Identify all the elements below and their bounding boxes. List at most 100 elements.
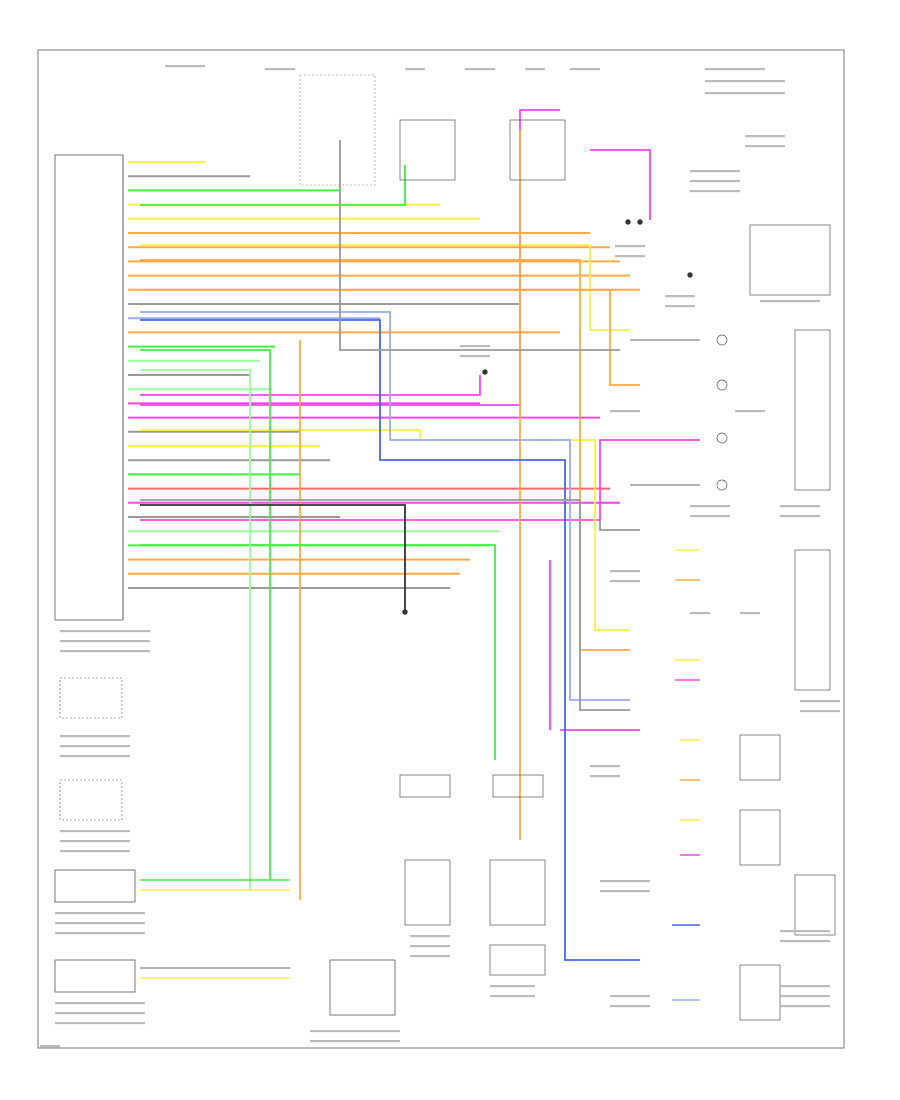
- label-mark: [705, 92, 785, 95]
- right-module-d: [739, 809, 781, 866]
- left-motor-1: [54, 869, 136, 903]
- route-wire: [140, 439, 700, 521]
- label-mark: [780, 1005, 830, 1008]
- label-mark: [165, 65, 205, 68]
- label-mark: [780, 930, 830, 933]
- label-mark: [265, 68, 295, 71]
- sensor-bulbs: [716, 334, 728, 491]
- route-wire: [140, 259, 630, 651]
- label-mark: [800, 710, 840, 713]
- label-mark: [800, 700, 840, 703]
- label-mark: [40, 1045, 60, 1048]
- route-wire: [140, 375, 481, 396]
- label-mark: [310, 1040, 400, 1043]
- label-mark: [55, 1022, 145, 1025]
- label-mark: [690, 515, 730, 518]
- ground-symbol: [402, 219, 693, 615]
- label-mark: [55, 1002, 145, 1005]
- label-mark: [60, 640, 150, 643]
- diagram-frame: [37, 49, 845, 1049]
- label-mark: [690, 190, 740, 193]
- label-mark: [665, 295, 695, 298]
- bottom-connector-1: [399, 774, 451, 798]
- label-mark: [760, 300, 820, 303]
- right-module-b: [794, 549, 831, 691]
- top-right-module: [749, 224, 831, 296]
- left-switch-1: [59, 677, 123, 719]
- label-mark: [55, 912, 145, 915]
- main-module: [54, 154, 124, 621]
- label-mark: [615, 255, 645, 258]
- bottom-connector-2: [492, 774, 544, 798]
- route-wire: [140, 289, 640, 386]
- route-wire: [140, 504, 406, 610]
- left-motor-2: [54, 959, 136, 993]
- label-mark: [780, 505, 820, 508]
- label-mark: [55, 932, 145, 935]
- label-mark: [405, 68, 425, 71]
- top-switch-2: [399, 119, 456, 181]
- label-mark: [610, 570, 640, 573]
- label-mark: [780, 940, 830, 943]
- label-mark: [705, 68, 765, 71]
- route-wire: [599, 520, 640, 531]
- left-switch-2: [59, 779, 123, 821]
- bottom-sensor-1: [404, 859, 451, 926]
- route-wire: [140, 544, 496, 760]
- label-mark: [780, 985, 830, 988]
- route-wire: [140, 499, 630, 711]
- label-mark: [490, 995, 535, 998]
- right-module-f: [739, 964, 781, 1021]
- label-mark: [690, 180, 740, 183]
- label-mark: [610, 410, 640, 413]
- label-mark: [740, 612, 760, 615]
- label-mark: [705, 80, 785, 83]
- label-mark: [410, 935, 450, 938]
- label-mark: [745, 135, 785, 138]
- label-mark: [310, 1030, 400, 1033]
- label-mark: [60, 830, 130, 833]
- label-mark: [745, 145, 785, 148]
- label-mark: [60, 630, 150, 633]
- label-marks: [40, 65, 840, 1048]
- bottom-module: [329, 959, 396, 1016]
- label-mark: [590, 775, 620, 778]
- label-mark: [690, 505, 730, 508]
- label-mark: [600, 890, 650, 893]
- label-mark: [490, 985, 535, 988]
- right-module-e: [794, 874, 836, 936]
- label-mark: [55, 922, 145, 925]
- label-mark: [610, 1005, 650, 1008]
- bottom-sensor-3: [489, 944, 546, 976]
- route-wire: [590, 149, 651, 220]
- top-switch-3: [509, 119, 566, 181]
- label-mark: [55, 1012, 145, 1015]
- label-mark: [780, 515, 820, 518]
- top-switch-1: [299, 74, 376, 186]
- label-mark: [780, 995, 830, 998]
- label-mark: [610, 995, 650, 998]
- route-wire: [549, 560, 640, 731]
- route-wire: [140, 369, 251, 890]
- right-module-c: [739, 734, 781, 781]
- route-wire: [140, 165, 406, 206]
- label-mark: [610, 580, 640, 583]
- bottom-sensor-2: [489, 859, 546, 926]
- label-mark: [460, 345, 490, 348]
- label-mark: [60, 755, 130, 758]
- label-mark: [60, 745, 130, 748]
- route-wire: [339, 140, 620, 351]
- label-mark: [665, 305, 695, 308]
- label-mark: [60, 650, 150, 653]
- label-mark: [460, 355, 490, 358]
- label-mark: [590, 765, 620, 768]
- label-mark: [60, 735, 130, 738]
- right-module-a: [794, 329, 831, 491]
- label-mark: [690, 612, 710, 615]
- label-mark: [615, 245, 645, 248]
- route-wire: [140, 349, 271, 880]
- label-mark: [600, 880, 650, 883]
- label-mark: [525, 68, 545, 71]
- label-mark: [410, 945, 450, 948]
